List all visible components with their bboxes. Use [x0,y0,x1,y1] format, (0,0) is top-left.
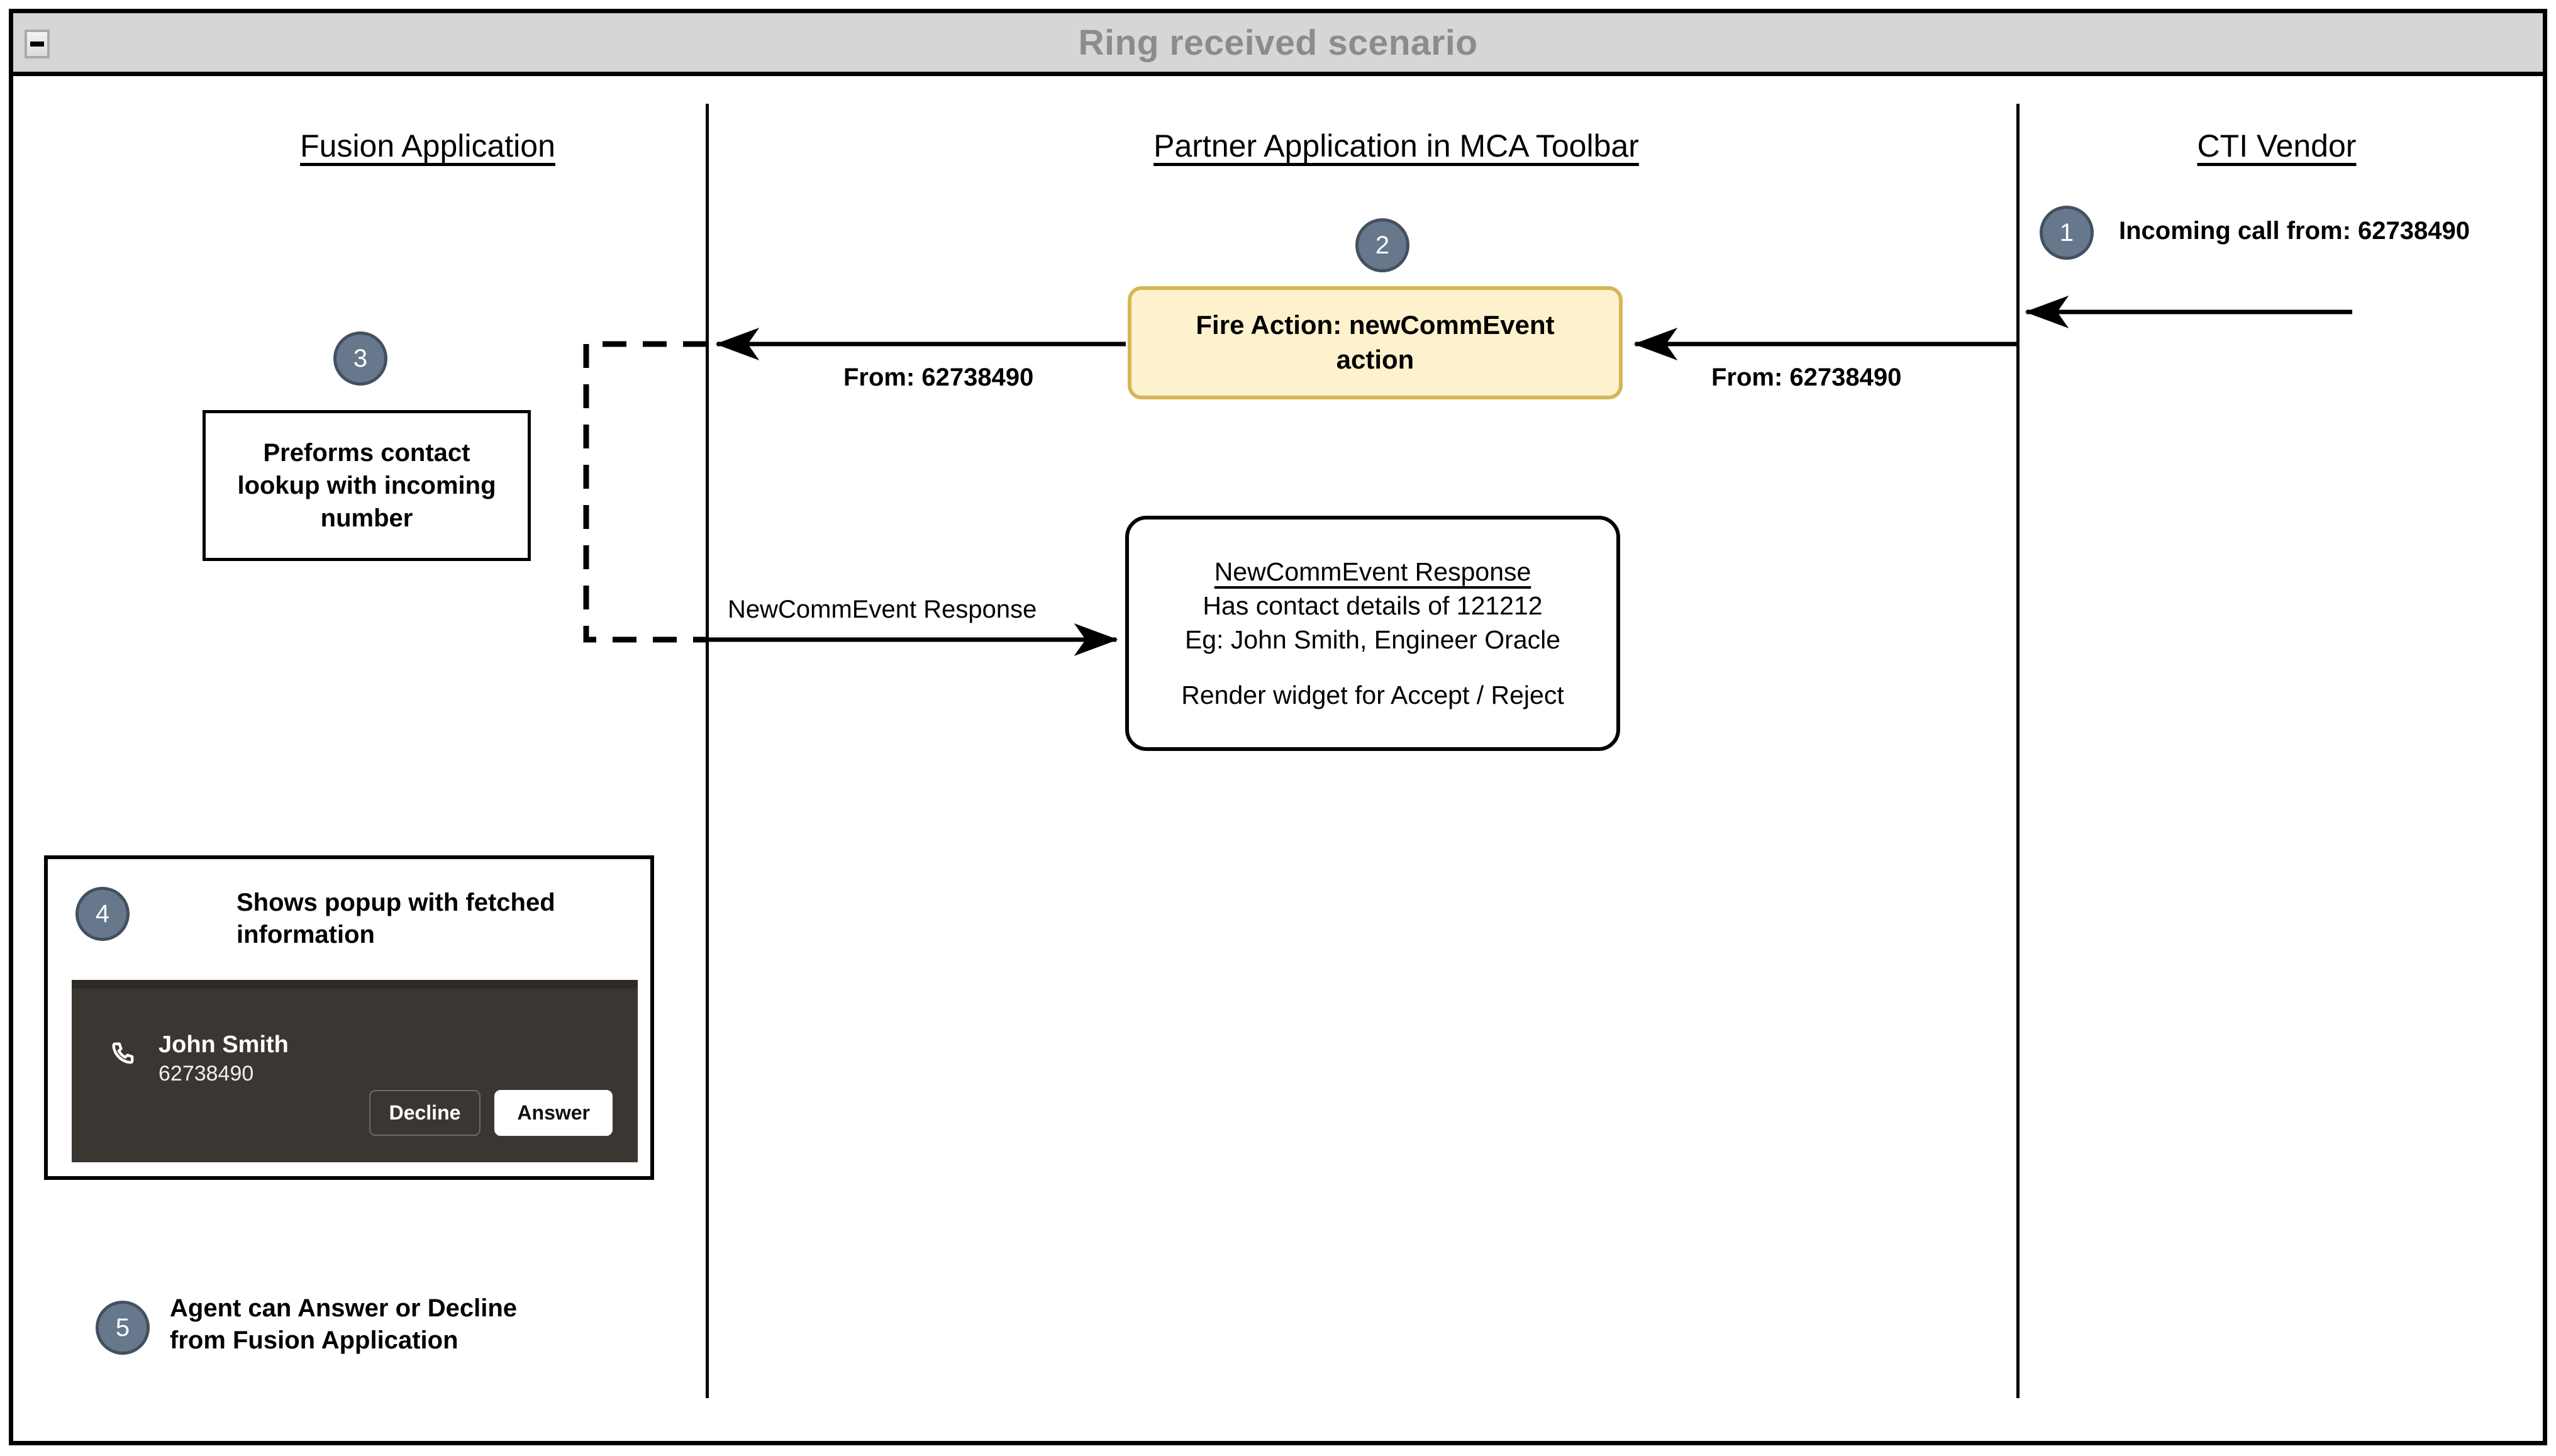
step-badge-2: 2 [1355,218,1409,272]
minus-icon[interactable] [25,30,50,58]
popup-contact-block: John Smith 62738490 [158,1031,289,1086]
decline-button[interactable]: Decline [369,1090,481,1136]
box-fire-action: Fire Action: newCommEvent action [1128,286,1623,399]
arrow-label-cti-to-partner: From: 62738490 [1711,364,1902,391]
step-badge-1: 1 [2040,206,2094,260]
popup-contact-row: John Smith 62738490 [111,1031,289,1086]
box-contact-lookup-text: Preforms contact lookup with incoming nu… [237,439,496,532]
popup-demo-container: 4 Shows popup with fetched information J… [44,855,654,1180]
step-badge-3: 3 [333,331,387,386]
box-newcommevent-response: NewCommEvent Response Has contact detail… [1125,516,1620,751]
step-badge-5: 5 [96,1301,150,1355]
column-heading-partner: Partner Application in MCA Toolbar [1153,128,1639,164]
popup-contact-name: John Smith [158,1031,289,1058]
popup-action-buttons: Decline Answer [369,1090,613,1136]
box-contact-lookup: Preforms contact lookup with incoming nu… [203,410,531,561]
phone-icon [112,1042,134,1064]
popup-top-rail [72,980,638,989]
lifeline-cti [2016,104,2020,1398]
response-line-3: Render widget for Accept / Reject [1181,681,1564,710]
box-fire-action-text: Fire Action: newCommEvent action [1196,310,1555,374]
column-heading-cti: CTI Vendor [2197,128,2357,164]
column-heading-fusion: Fusion Application [300,128,555,164]
page-title: Ring received scenario [1078,22,1478,63]
arrow-label-incoming-call: Incoming call from: 62738490 [2119,217,2470,245]
response-line-1: Has contact details of 121212 [1203,591,1543,620]
response-line-2: Eg: John Smith, Engineer Oracle [1184,625,1561,654]
frame-titlebar: Ring received scenario [13,13,2543,76]
step-5-text: Agent can Answer or Decline from Fusion … [170,1294,517,1355]
response-title: NewCommEvent Response [1214,557,1531,586]
answer-button[interactable]: Answer [494,1090,613,1136]
incoming-call-popup: John Smith 62738490 Decline Answer [72,980,638,1162]
step-4-text: Shows popup with fetched information [236,889,555,949]
popup-contact-number: 62738490 [158,1061,254,1086]
arrow-label-newcommevent-response: NewCommEvent Response [728,596,1037,623]
lifeline-fusion [706,104,709,1398]
step-badge-4: 4 [75,887,130,941]
arrow-label-partner-to-fusion: From: 62738490 [843,364,1034,391]
